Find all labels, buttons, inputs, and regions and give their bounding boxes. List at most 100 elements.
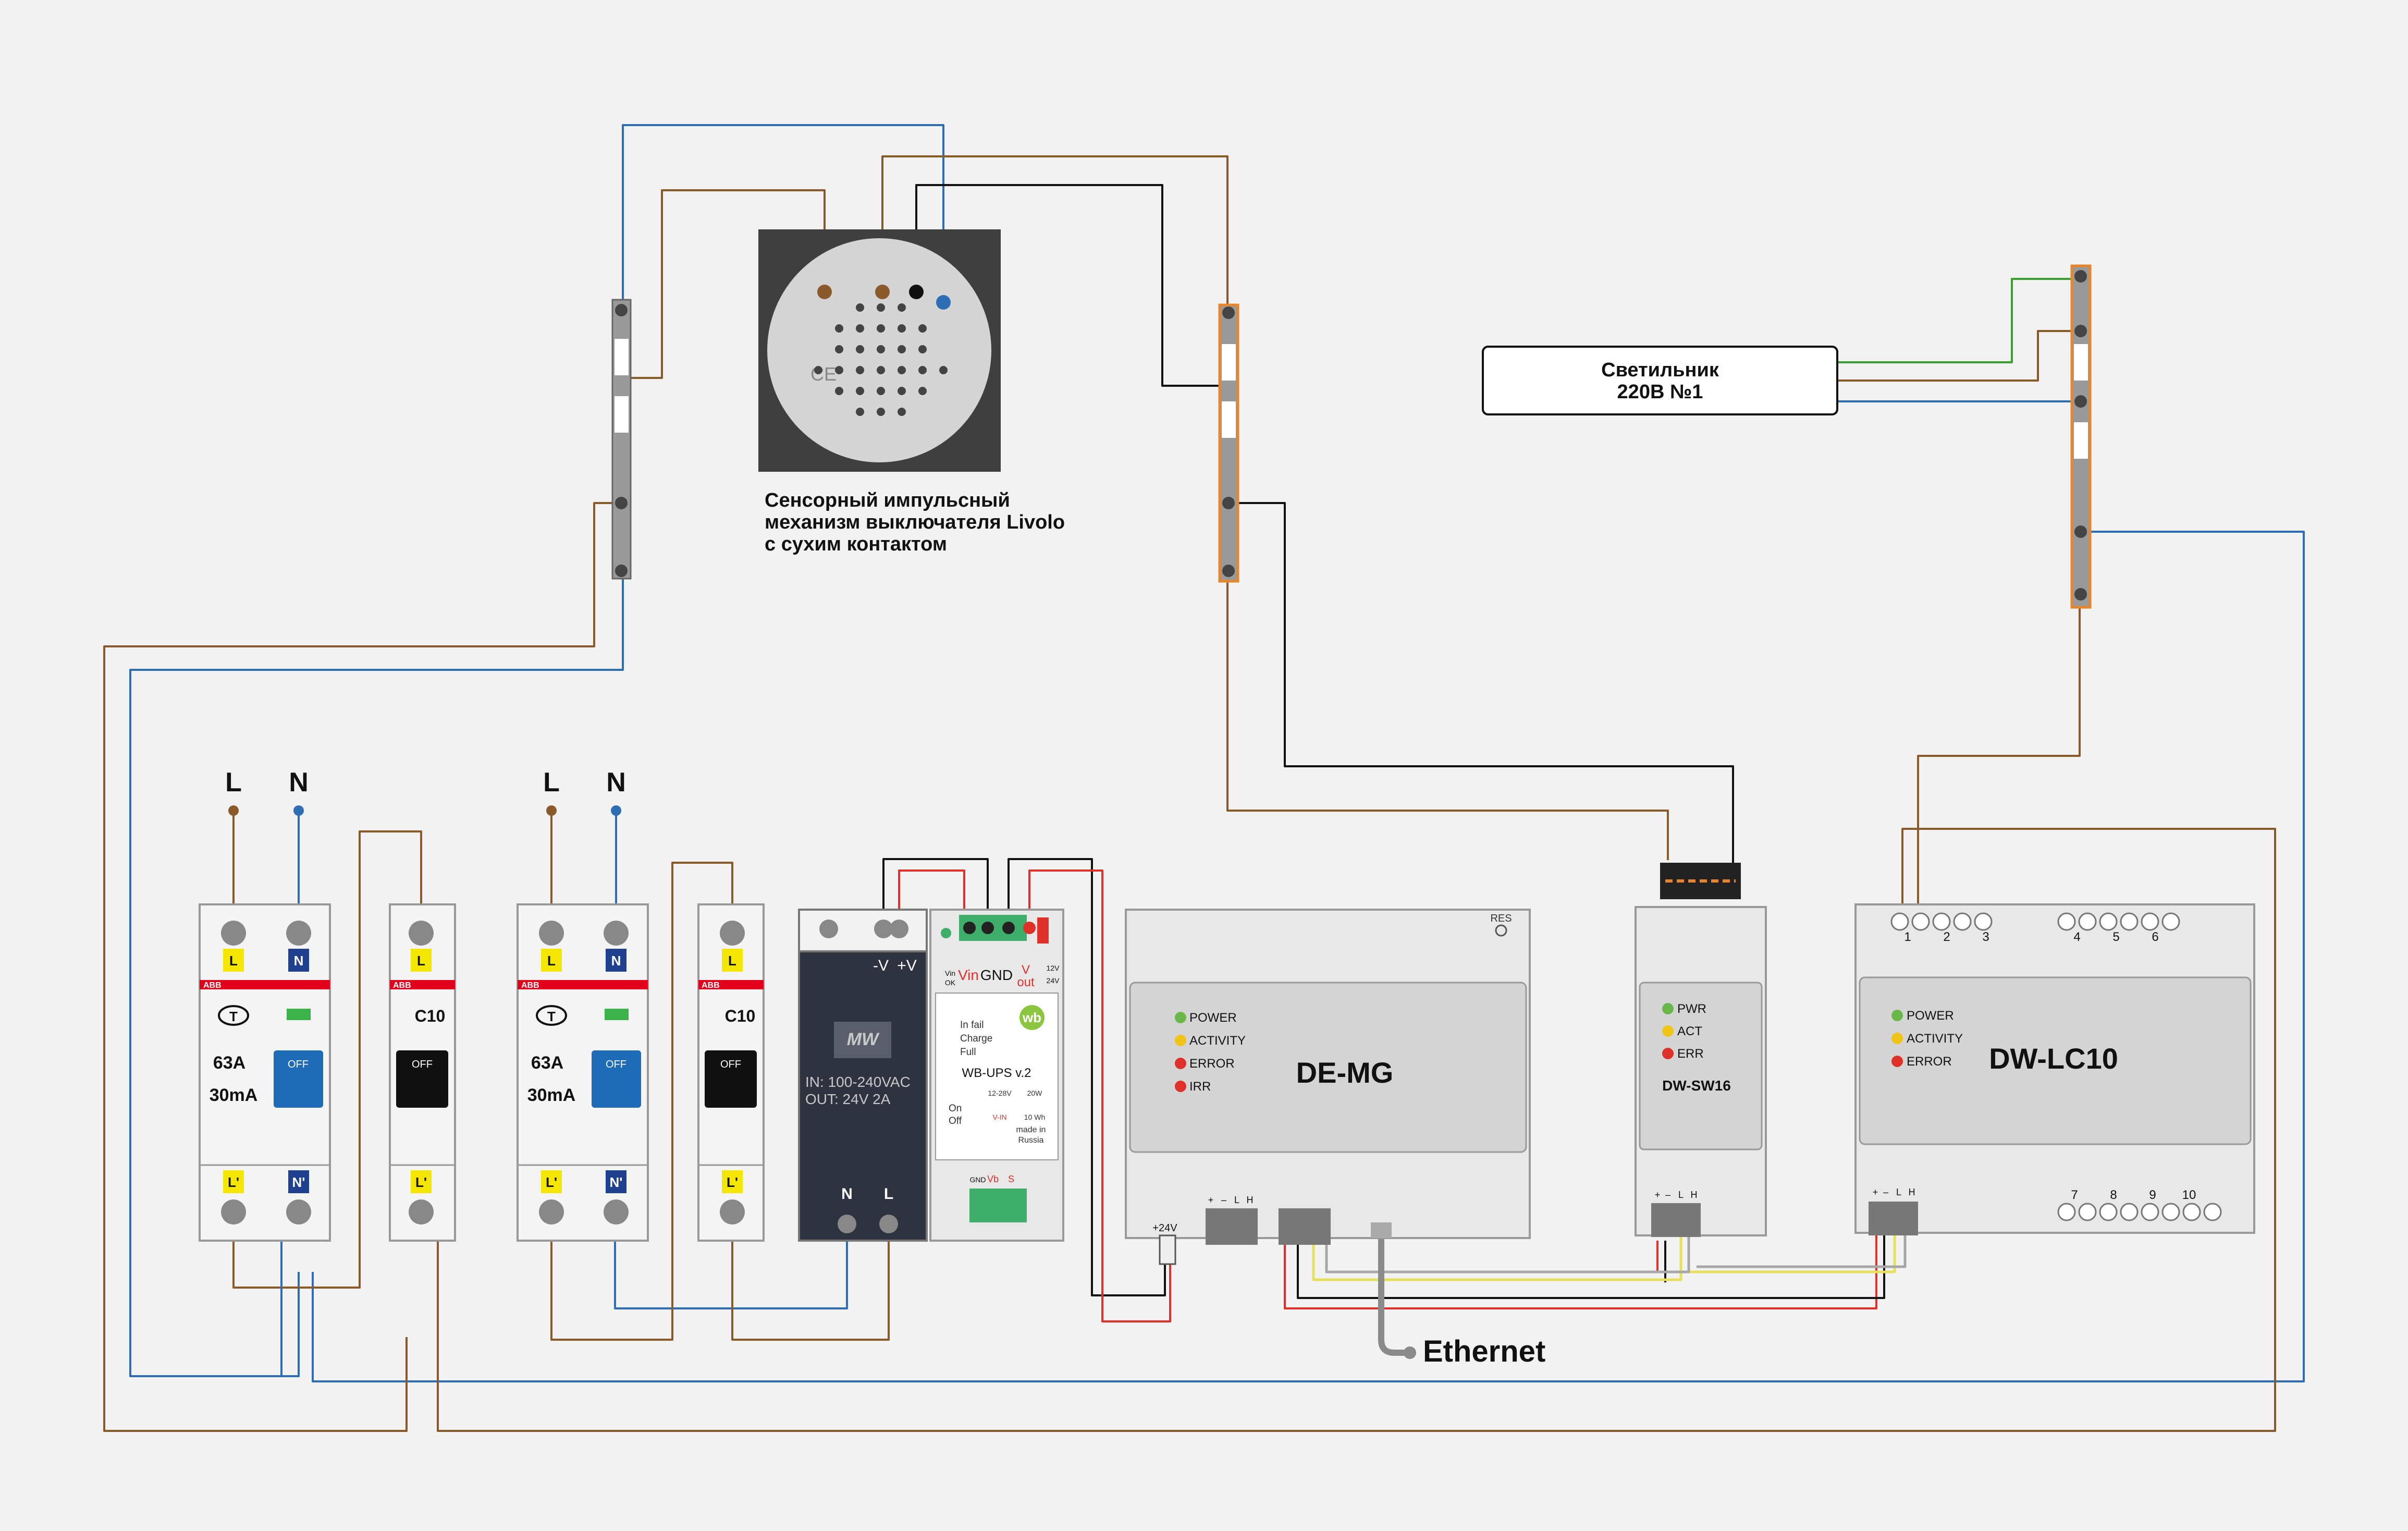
rcd2-handle[interactable] [592,1050,641,1108]
demg-irr: IRR [1189,1080,1211,1094]
lamp-line2: 220В №1 [1617,381,1703,403]
ups-in-fail: In fail [960,1020,984,1031]
lc10-top-num-5: 5 [2112,930,2119,944]
rcd2-test: T [547,1009,556,1024]
wire-neutral-bottom-rcd2 [614,1209,848,1309]
ups-term-gnd: GND [980,967,1013,983]
rcd2-test-button[interactable] [536,1005,567,1026]
power-supply: -V +V MW IN: 100-240VAC OUT: 24V 2A N L [798,909,928,1242]
rcd2-indicator [605,1009,629,1020]
wire-psu-plus [898,869,965,925]
dw-lc10-module: POWER ACTIVITY ERROR DW-LC10 1 2 3 4 5 6 [1854,903,2255,1235]
mcb1-term-l: L [417,953,425,969]
speaker-hole [835,366,843,374]
lc10-top-terminals [1890,912,2180,931]
wire-psu-minus [882,858,989,925]
rcd2-sensitivity: 30mA [527,1085,576,1105]
speaker-hole [877,366,885,374]
rcd1-test: T [229,1009,238,1024]
terminal-block-middle [1218,303,1239,583]
wire-phase-demg-lamp [1226,573,1669,860]
sw16-t-l: L [1678,1190,1684,1200]
terminal-block-right [2070,264,2092,609]
psu-term-l: L [884,1185,893,1203]
wire-ups-out-red [1028,869,1171,1322]
demg-plus24: +24V [1152,1222,1177,1234]
wire-phase-loop-left [103,502,618,1432]
wire-phase-switch-in [618,189,826,379]
mcb2-handle-label: OFF [720,1059,741,1070]
ups-vin-ok2: OK [945,978,956,987]
supply-n1-label: N [289,767,309,798]
wire-phase-switch-top [881,155,1228,308]
mcb1-term-l-out: L' [415,1174,427,1190]
mcb2-term-l-out: L' [727,1174,738,1190]
lc10-bottom-num-8: 8 [2110,1188,2117,1202]
speaker-hole [877,324,885,333]
demg-t-minus: – [1221,1195,1226,1205]
ups-term-vin: Vin [958,967,979,983]
rcd2-screw-l-out [539,1199,564,1224]
psu-logo: MW [847,1030,880,1049]
ups-v12: 12V [1047,964,1060,972]
lamp-line1: Светильник [1601,359,1719,381]
rcd1-term-n: N [294,953,304,969]
demg-t-h: H [1247,1195,1254,1205]
supply-l1-label: L [225,767,242,798]
ups-vin-ok: Vin [945,969,955,977]
ups-made: made in [1016,1125,1046,1134]
speaker-hole [856,345,864,353]
wire-phase-rcd2 [550,862,733,1341]
speaker-hole [918,387,927,395]
rcd-2: ABB L N T 63A 30mA OFF L' N' [517,903,649,1242]
speaker-hole [835,387,843,395]
rcd1-test-button[interactable] [218,1005,249,1026]
mcb1-brand: ABB [393,981,411,990]
ups-energy: 20W [1027,1089,1043,1097]
speaker-hole [877,345,885,353]
rcd2-handle-label: OFF [606,1059,626,1070]
mcb2-screw-in [720,921,745,946]
rcd1-indicator [287,1009,311,1020]
ups-bottom-vb: Vb [987,1174,999,1184]
speaker-hole [835,345,843,353]
speaker-hole [898,387,906,395]
speaker-hole [856,408,864,416]
ethernet-label: Ethernet [1423,1334,1545,1368]
livolo-ce: CE [810,363,837,385]
rcd1-handle[interactable] [274,1050,323,1108]
sw16-t-plus: + [1655,1190,1661,1200]
speaker-hole [918,324,927,333]
ups-range: 12-28V [988,1089,1012,1097]
speaker-hole [856,303,864,312]
speaker-hole [856,387,864,395]
de-mg-module: RES POWER ACTIVITY ERROR IRR DE-MG +24V … [1125,909,1531,1265]
ups-model: WB-UPS v.2 [962,1066,1031,1080]
mcb2-handle[interactable] [705,1050,757,1108]
rcd2-term-l: L [547,953,556,969]
livolo-caption-line1: Сенсорный импульсный [765,489,1010,511]
lc10-t-h: H [1909,1187,1915,1197]
demg-name: DE-MG [1296,1056,1394,1089]
lc10-top-num-6: 6 [2152,930,2158,944]
mcb1-rating: C10 [415,1007,446,1025]
lc10-activity: ACTIVITY [1907,1032,1963,1046]
lc10-top-num-4: 4 [2073,930,2080,944]
ups-full: Full [960,1047,976,1058]
ups-on: On [949,1103,962,1114]
mcb1-handle[interactable] [396,1050,448,1108]
lc10-bottom-num-9: 9 [2149,1188,2156,1202]
mcb1-screw-out [409,1199,434,1224]
demg-t-plus: + [1208,1195,1214,1205]
ups-bottom-s: S [1008,1174,1014,1184]
ups-term-vout: V [1022,963,1030,977]
rcd1-screw-l-out [221,1199,246,1224]
rcd2-brand: ABB [521,981,539,990]
psu-minus: -V [873,957,889,974]
speaker-hole [856,324,864,333]
rcd1-screw-l [221,921,246,946]
rcd2-term-n-out: N' [610,1174,623,1190]
wire-bus-gray [1325,1235,1907,1273]
lc10-bottom-terminals [2057,1203,2222,1221]
